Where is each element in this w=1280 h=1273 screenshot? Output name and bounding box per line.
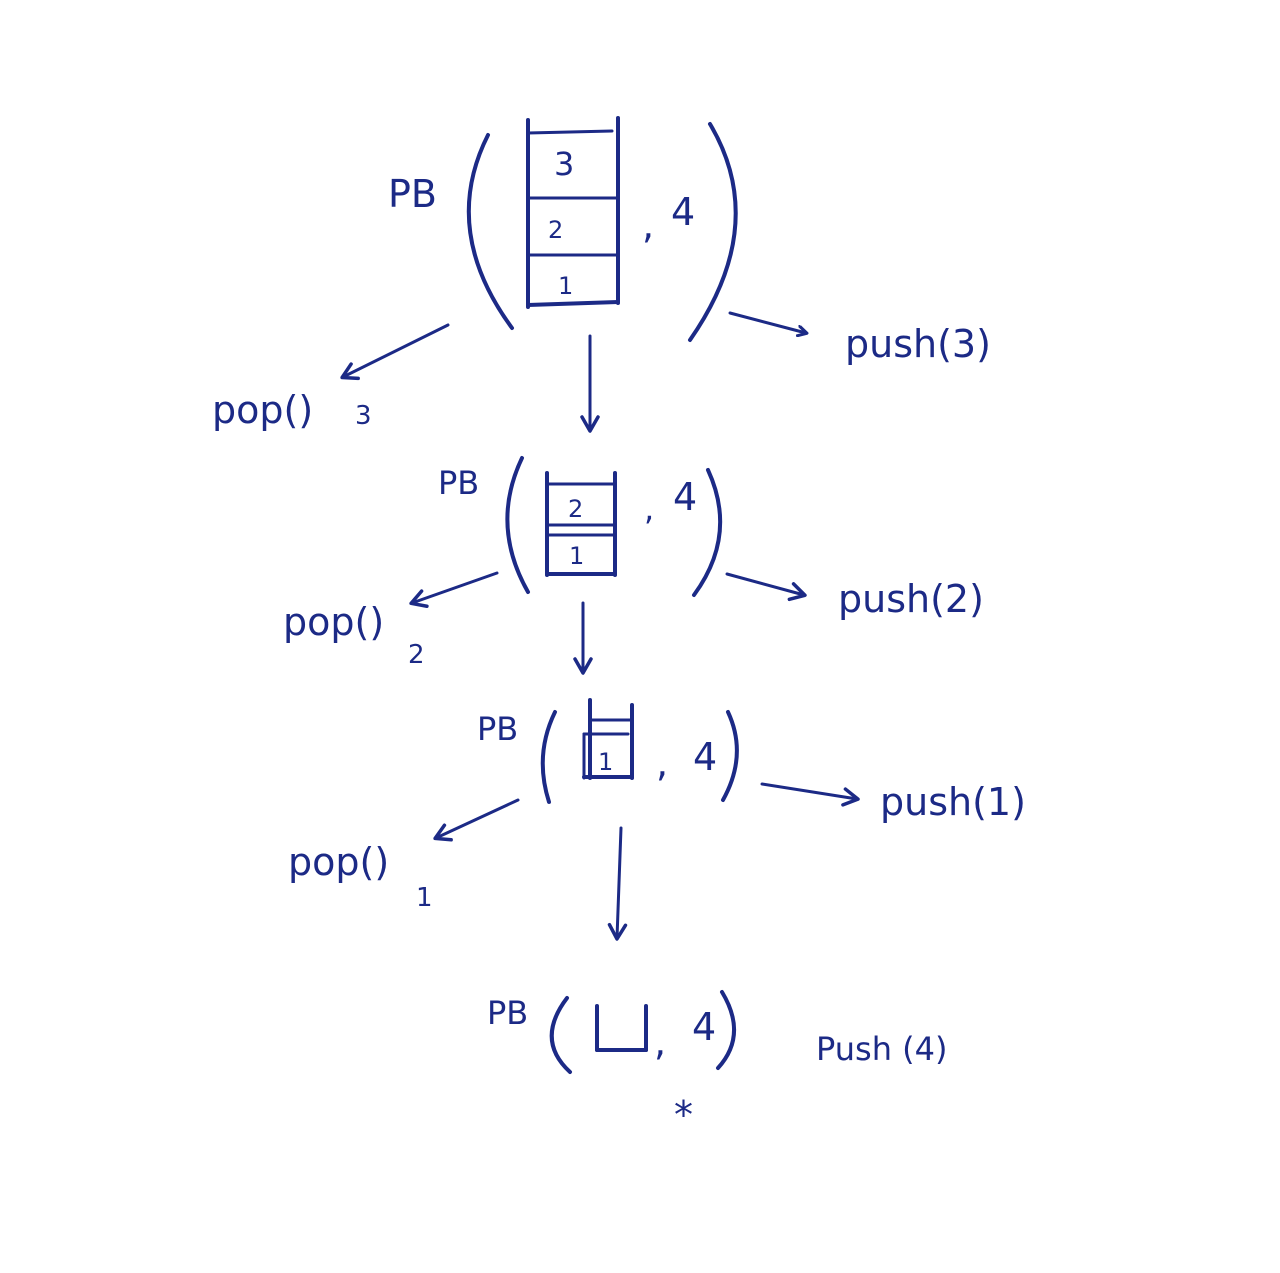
step-1-pop-label: pop() bbox=[212, 388, 313, 432]
step-3-down-arrow bbox=[607, 826, 628, 941]
step-1-stack-cell-3: 1 bbox=[558, 272, 573, 300]
step-2-stack-cell-1: 2 bbox=[568, 495, 583, 523]
step-2-stack: 2 1 bbox=[545, 471, 617, 577]
step-2-pop-value: 2 bbox=[408, 640, 425, 670]
step-4-fn-label: PB bbox=[487, 994, 528, 1032]
step-4-comma: , bbox=[654, 1020, 666, 1064]
step-3-fn-label: PB bbox=[477, 710, 518, 748]
step-1-arg: 4 bbox=[671, 190, 695, 234]
step-3-push-label: push(1) bbox=[880, 780, 1026, 824]
step-2-left-paren bbox=[505, 456, 530, 594]
step-1-right-paren bbox=[688, 122, 738, 342]
step-4-right-paren bbox=[716, 990, 736, 1070]
step-1-pop-value: 3 bbox=[355, 401, 372, 431]
step-4-empty-stack bbox=[595, 1004, 648, 1052]
step-2-fn-label: PB bbox=[438, 464, 479, 502]
step-4-mark: * bbox=[674, 1093, 693, 1137]
step-1-fn-label: PB bbox=[388, 172, 437, 216]
step-1-pop-arrow bbox=[340, 323, 450, 381]
step-3-arg: 4 bbox=[693, 735, 717, 779]
step-2-pop-arrow bbox=[409, 571, 499, 608]
step-2-right-paren bbox=[692, 468, 723, 597]
step-2-push-label: push(2) bbox=[838, 577, 984, 621]
step-2-pop-label: pop() bbox=[283, 600, 384, 644]
step-2-push-arrow bbox=[725, 572, 807, 602]
step-3-pop-label: pop() bbox=[288, 840, 389, 884]
step-3-pop-arrow bbox=[433, 798, 520, 842]
step-3-pop-value: 1 bbox=[416, 883, 433, 913]
step-2-comma: , bbox=[644, 490, 654, 528]
step-4-arg: 4 bbox=[692, 1005, 716, 1049]
step-3-stack-cell-1: 1 bbox=[598, 748, 613, 776]
step-1-stack: 3 2 1 bbox=[526, 116, 620, 309]
step-3-comma: , bbox=[656, 741, 668, 785]
step-1-push-arrow bbox=[728, 311, 806, 333]
step-2-arg: 4 bbox=[673, 475, 697, 519]
step-3-push-arrow bbox=[760, 782, 860, 807]
step-3-right-paren bbox=[721, 710, 739, 802]
step-1-stack-cell-2: 2 bbox=[548, 216, 563, 244]
step-3: PB 1 , 4 pop() 1 push(1) bbox=[288, 698, 1026, 941]
step-1-left-paren bbox=[466, 133, 514, 330]
step-4-left-paren bbox=[549, 996, 572, 1074]
step-3-stack: 1 bbox=[582, 698, 634, 780]
step-2-stack-cell-2: 1 bbox=[569, 542, 584, 570]
step-1-push-label: push(3) bbox=[845, 322, 991, 366]
step-2: PB 2 1 , 4 pop() 2 push(2) bbox=[283, 456, 984, 675]
step-1: PB 3 2 1 , 4 pop() 3 push(3) bbox=[212, 116, 991, 433]
step-1-stack-cell-1: 3 bbox=[554, 145, 574, 183]
step-1-comma: , bbox=[642, 203, 654, 247]
step-4: PB , 4 * Push (4) bbox=[487, 990, 947, 1137]
step-3-left-paren bbox=[540, 710, 557, 804]
step-4-push-label: Push (4) bbox=[816, 1030, 947, 1068]
